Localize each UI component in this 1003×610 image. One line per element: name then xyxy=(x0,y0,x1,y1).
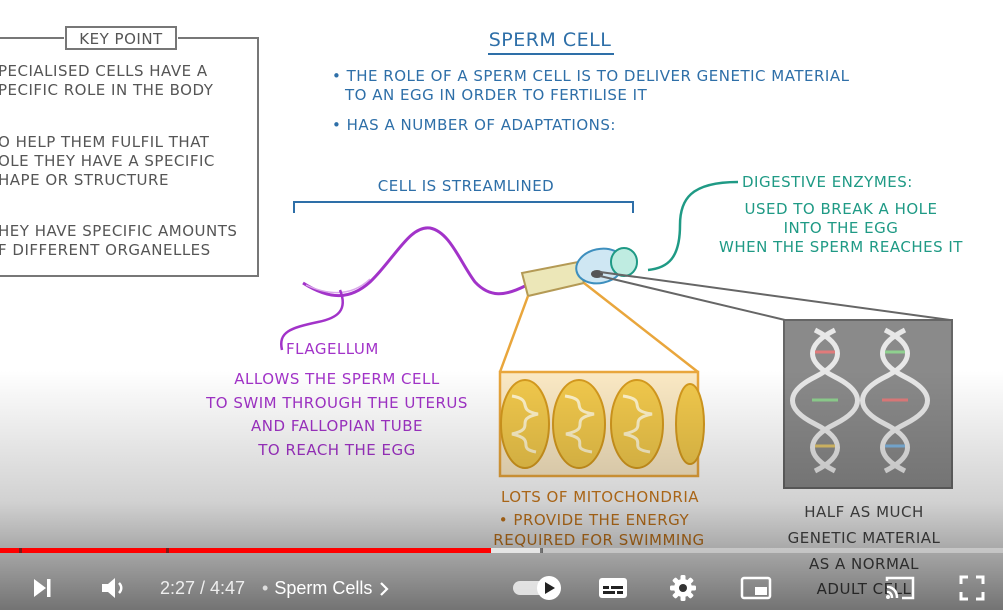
cast-icon xyxy=(885,576,915,600)
lesson-title: SPERM CELL xyxy=(489,29,612,51)
next-icon xyxy=(34,579,51,597)
genetic-line: HALF AS MUCH xyxy=(804,503,924,521)
key-point-line: PECIFIC ROLE IN THE BODY xyxy=(0,81,214,99)
mitochondria-line: • PROVIDE THE ENERGY xyxy=(499,511,690,529)
next-button[interactable] xyxy=(24,570,60,606)
cast-button[interactable] xyxy=(880,570,920,606)
enzymes-pointer xyxy=(647,180,739,272)
miniplayer-button[interactable] xyxy=(736,570,776,606)
time-display: 2:27 / 4:47 xyxy=(160,578,246,598)
key-point-line: HAPE OR STRUCTURE xyxy=(0,171,169,189)
flagellum-line: AND FALLOPIAN TUBE xyxy=(251,417,423,435)
flagellum-heading: FLAGELLUM xyxy=(286,340,379,358)
volume-button[interactable] xyxy=(94,570,134,606)
progress-bar[interactable] xyxy=(0,548,1003,553)
flagellum-tail xyxy=(302,226,526,298)
genetic-line: GENETIC MATERIAL xyxy=(788,529,941,547)
flagellum-line: TO SWIM THROUGH THE UTERUS xyxy=(205,394,468,412)
flagellum-pointer xyxy=(280,289,344,351)
chapter-marker xyxy=(540,548,543,553)
progress-played xyxy=(0,548,492,553)
key-point-line: F DIFFERENT ORGANELLES xyxy=(0,241,211,259)
midpiece-zoom-lines xyxy=(498,282,699,373)
streamlined-label: CELL IS STREAMLINED xyxy=(378,177,554,195)
subtitles-button[interactable] xyxy=(594,570,632,606)
nucleus-pointer xyxy=(599,271,951,321)
chapter-separator: • xyxy=(262,578,269,598)
fullscreen-icon xyxy=(959,575,985,601)
sperm-cell-drawing xyxy=(302,226,638,298)
mitochondria-heading: LOTS OF MITOCHONDRIA xyxy=(501,488,699,506)
enzymes-line: USED TO BREAK A HOLE xyxy=(744,200,937,218)
volume-icon xyxy=(102,578,123,598)
key-point-line: O HELP THEM FULFIL THAT xyxy=(0,133,210,151)
flagellum-line: TO REACH THE EGG xyxy=(257,441,416,459)
chapter-title: Sperm Cells xyxy=(274,578,373,598)
subtitles-icon xyxy=(599,578,627,598)
enzymes-heading: DIGESTIVE ENZYMES: xyxy=(742,173,913,191)
player-controls: 2:27 / 4:47 • Sperm Cells xyxy=(0,566,1003,610)
midpiece xyxy=(520,260,586,298)
flagellum-line: ALLOWS THE SPERM CELL xyxy=(234,370,440,388)
streamlined-bracket xyxy=(293,201,634,213)
mitochondria-line: REQUIRED FOR SWIMMING xyxy=(493,531,704,549)
fullscreen-button[interactable] xyxy=(952,570,992,606)
chevron-right-icon xyxy=(380,581,389,596)
key-point-line: OLE THEY HAVE A SPECIFIC xyxy=(0,152,215,170)
chapter-button[interactable]: • Sperm Cells xyxy=(262,578,390,599)
chapter-marker xyxy=(166,548,169,553)
key-point-line: PECIALISED CELLS HAVE A xyxy=(0,62,208,80)
settings-button[interactable] xyxy=(664,570,702,606)
acrosome xyxy=(610,247,638,277)
enzymes-line: WHEN THE SPERM REACHES IT xyxy=(719,238,963,256)
autoplay-toggle-icon xyxy=(513,576,561,600)
key-point-box: KEY POINT PECIALISED CELLS HAVE A PECIFI… xyxy=(0,26,259,277)
bullet-adaptations: • HAS A NUMBER OF ADAPTATIONS: xyxy=(332,116,616,134)
gear-icon xyxy=(670,575,696,601)
miniplayer-icon xyxy=(740,576,772,600)
bullet-role-cont: TO AN EGG IN ORDER TO FERTILISE IT xyxy=(344,86,648,104)
enzymes-line: INTO THE EGG xyxy=(784,219,899,237)
bullet-role: • THE ROLE OF A SPERM CELL IS TO DELIVER… xyxy=(332,67,850,85)
key-point-title: KEY POINT xyxy=(79,30,163,48)
key-point-line: HEY HAVE SPECIFIC AMOUNTS xyxy=(0,222,237,240)
autoplay-toggle[interactable] xyxy=(508,570,568,606)
chapter-marker xyxy=(19,548,22,553)
